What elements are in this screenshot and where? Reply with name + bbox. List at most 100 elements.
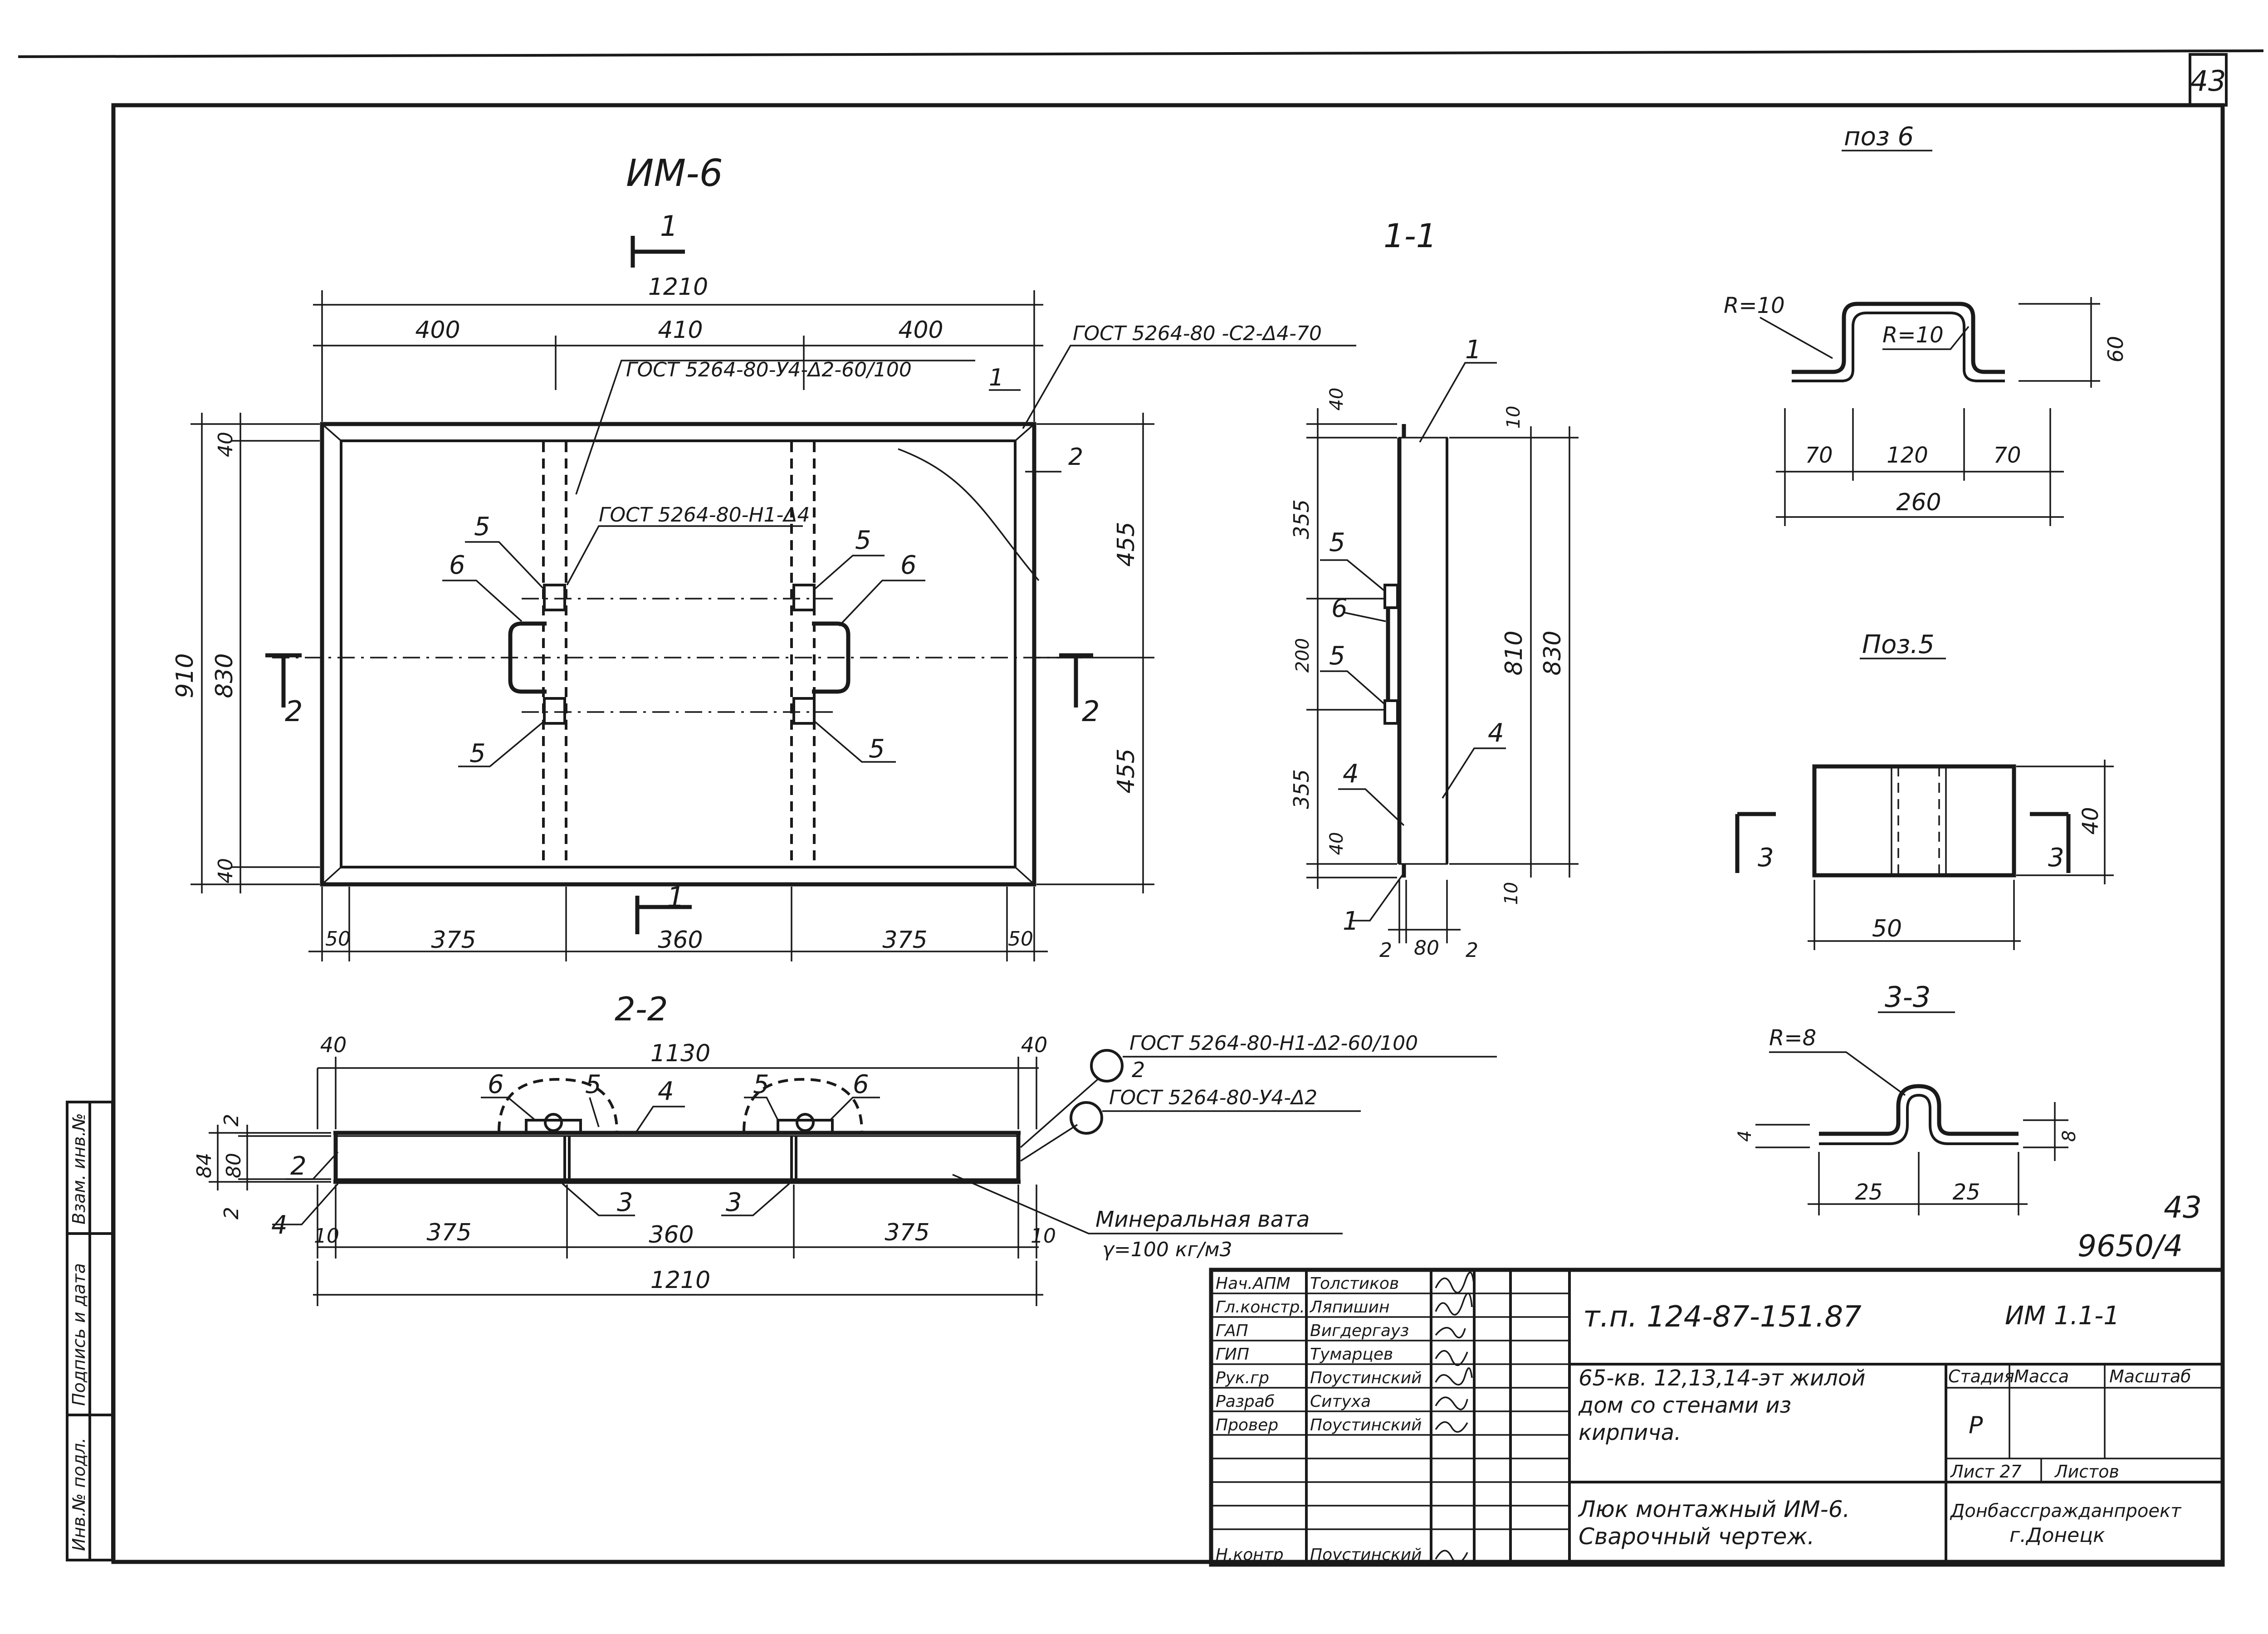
tb-role-1: Гл.констр. xyxy=(1216,1298,1305,1317)
dim-plan-left-outer: 910 xyxy=(171,653,199,698)
dim-22-b360: 360 xyxy=(649,1221,694,1249)
tb-role-2: ГАП xyxy=(1216,1322,1248,1340)
plan-section-mark-right: 2 xyxy=(1082,695,1100,728)
tb-name-line2: Сварочный чертеж. xyxy=(1579,1523,1814,1550)
tb-scale-label: Масштаб xyxy=(2109,1366,2191,1386)
dim-plan-right-top: 455 xyxy=(1113,522,1140,566)
callout-22-p6b: 6 xyxy=(853,1070,869,1099)
section-3-3: 3-3 R=8 4 8 25 25 xyxy=(1735,980,2080,1215)
dim-22-1130: 1130 xyxy=(650,1040,710,1067)
callout-22-p5b: 5 xyxy=(753,1070,769,1099)
callout-pos6a: 6 xyxy=(449,551,465,580)
dim-plan-bot-left-small: 50 xyxy=(325,927,351,951)
callout-11-p1top: 1 xyxy=(1465,335,1481,365)
tb-org-line1: Донбассгражданпроект xyxy=(1950,1501,2182,1522)
callout-22-weld1-num: 2 xyxy=(1132,1058,1145,1082)
title-block: Нач.АПМ Гл.констр. ГАП ГИП Рук.гр Разраб… xyxy=(1209,1268,2225,1567)
tb-role-0: Нач.АПМ xyxy=(1216,1274,1290,1293)
dim-22-overall: 1210 xyxy=(650,1267,710,1294)
dim-plan-bot-mid: 360 xyxy=(658,927,703,954)
section-1-1: 1-1 40 355 200 355 40 10 810 830 10 xyxy=(1289,217,1579,962)
dim-22-top-40r: 40 xyxy=(1021,1033,1048,1057)
callout-pos5d: 5 xyxy=(869,734,885,764)
title-block-rows xyxy=(1211,1293,1569,1530)
pos6-d70b: 70 xyxy=(1993,443,2021,468)
dim-11-bot-40: 40 xyxy=(1326,832,1347,855)
plan-section-mark-bottom: 1 xyxy=(667,881,684,914)
side-stamp-replace: Взам. инв.№ xyxy=(69,1113,89,1224)
tb-role-6: Провер xyxy=(1216,1416,1278,1434)
dim-11-355a: 355 xyxy=(1289,499,1314,539)
callout-pos6b: 6 xyxy=(900,551,917,580)
callout-22-p6a: 6 xyxy=(488,1070,504,1099)
tb-sheet-label: Лист 27 xyxy=(1950,1462,2022,1482)
callout-22-p3a: 3 xyxy=(617,1188,633,1217)
dim-22-left-2b: 2 xyxy=(220,1207,243,1219)
tb-name-5: Ситуха xyxy=(1310,1392,1371,1411)
signatures xyxy=(1435,1271,1475,1564)
sheet-frame: 43 xyxy=(18,49,2264,1565)
tb-project-line3: кирпича. xyxy=(1579,1420,1681,1445)
plan-section-mark-left: 2 xyxy=(285,695,303,728)
callout-11-p5b: 5 xyxy=(1329,641,1345,671)
callout-22-p5a: 5 xyxy=(585,1070,601,1099)
tb-name-9: Поустинский xyxy=(1310,1546,1422,1564)
tb-project-line1: 65-кв. 12,13,14-эт жилой xyxy=(1579,1366,1866,1391)
section-3-3-title: 3-3 xyxy=(1885,980,1931,1014)
dim-11-top-40: 40 xyxy=(1326,388,1347,411)
dim-plan-top-mid: 410 xyxy=(658,317,703,344)
pos6-d70a: 70 xyxy=(1805,443,1833,468)
callout-gost-left: ГОСТ 5264-80-У4-Δ2-60/100 xyxy=(626,358,912,381)
tb-mass-label: Масса xyxy=(2014,1366,2069,1386)
dim-22-left-2a: 2 xyxy=(220,1114,243,1127)
dim-plan-top-left: 400 xyxy=(415,317,460,344)
tb-role-3: ГИП xyxy=(1216,1345,1249,1364)
plan-section-mark-top: 1 xyxy=(660,210,678,243)
dim-11-355b: 355 xyxy=(1289,769,1314,809)
callout-22-p2: 2 xyxy=(290,1151,307,1181)
dim-22-left-80: 80 xyxy=(222,1153,245,1178)
dim-plan-overall: 1210 xyxy=(648,273,708,301)
tb-name-1: Ляпишин xyxy=(1309,1298,1390,1317)
dim-22-left-84: 84 xyxy=(193,1153,216,1178)
callout-11-p5a: 5 xyxy=(1329,528,1345,557)
callout-22-weld1: ГОСТ 5264-80-Н1-Δ2-60/100 xyxy=(1129,1032,1418,1055)
dim-22-b10r: 10 xyxy=(1031,1224,1056,1248)
callout-11-p1bot: 1 xyxy=(1343,907,1359,936)
callout-pos5b: 5 xyxy=(469,739,486,768)
dim-11-830: 830 xyxy=(1539,630,1566,675)
tb-mark: ИМ 1.1-1 xyxy=(2005,1301,2120,1331)
section-2-2: 2-2 40 1130 40 84 80 2 2 xyxy=(193,990,1497,1306)
tb-name-3: Тумарцев xyxy=(1310,1345,1393,1364)
dim-11-b2b: 2 xyxy=(1466,939,1478,962)
pos6-d260: 260 xyxy=(1896,489,1941,516)
callout-pos1: 1 xyxy=(989,364,1004,391)
callout-22-p4left: 4 xyxy=(271,1210,288,1240)
dim-22-b10l: 10 xyxy=(314,1224,339,1248)
callout-22-weld2: ГОСТ 5264-80-У4-Δ2 xyxy=(1109,1086,1317,1109)
archive-number: 9650/4 xyxy=(2077,1229,2183,1263)
dim-plan-top-right: 400 xyxy=(898,317,943,344)
dim-plan-left-top: 40 xyxy=(214,432,237,457)
section-2-2-title: 2-2 xyxy=(615,990,668,1028)
detail-pos6: поз 6 R=10 R=10 60 70 120 70 260 xyxy=(1724,122,2128,526)
tb-project-line2: дом со стенами из xyxy=(1578,1393,1791,1418)
dim-plan-bot-left: 375 xyxy=(431,927,476,954)
callout-11-p4right: 4 xyxy=(1488,718,1504,748)
corner-sheet-number: 43 xyxy=(2190,64,2226,98)
dim-11-810: 810 xyxy=(1501,630,1528,675)
dim-22-b375r: 375 xyxy=(885,1219,929,1246)
dim-plan-left-bottom: 40 xyxy=(214,858,237,883)
item-title: ИМ-6 xyxy=(626,152,723,195)
tb-role-4: Рук.гр xyxy=(1216,1369,1269,1387)
tb-name-0: Толстиков xyxy=(1310,1274,1399,1293)
pos5-mark-right: 3 xyxy=(2048,843,2064,873)
tb-doc-code: т.п. 124-87-151.87 xyxy=(1583,1300,1862,1334)
side-stamp-inv: Инв.№ подл. xyxy=(69,1438,89,1551)
section33-d25a: 25 xyxy=(1855,1180,1882,1205)
dim-11-bot-10: 10 xyxy=(1501,882,1522,905)
dim-plan-right-bottom: 455 xyxy=(1113,748,1140,793)
tb-role-5: Разраб xyxy=(1216,1392,1275,1411)
tb-org-line2: г.Донецк xyxy=(2009,1524,2105,1547)
